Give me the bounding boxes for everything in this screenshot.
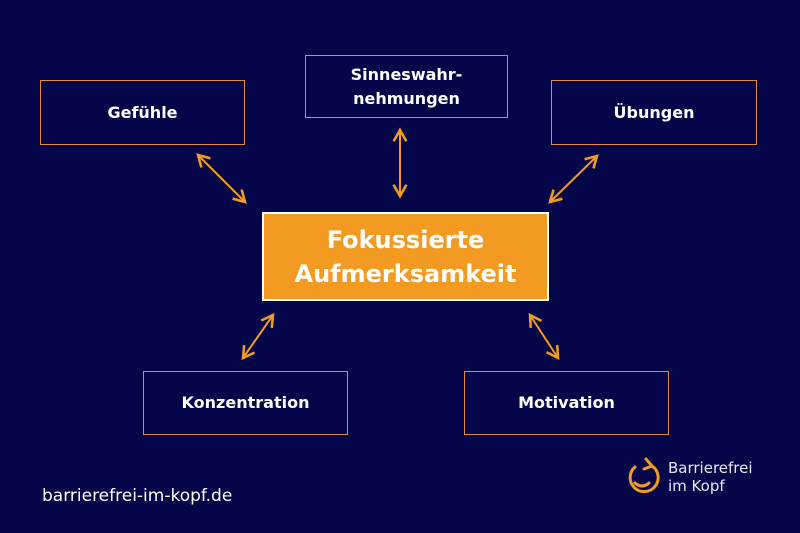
arrow-motivation xyxy=(528,312,560,361)
central-node: Fokussierte Aufmerksamkeit xyxy=(262,212,549,301)
arrow-uebungen xyxy=(548,154,599,204)
node-gefuehle: Gefühle xyxy=(40,80,245,145)
node-label: Übungen xyxy=(613,102,695,122)
arrow-konzentration xyxy=(241,312,275,361)
node-label: Gefühle xyxy=(107,102,178,122)
node-konzentration: Konzentration xyxy=(143,371,348,435)
logo-text-line2: im Kopf xyxy=(668,477,725,495)
logo-circular-arrow-icon xyxy=(628,457,660,494)
arrow-gefuehle xyxy=(196,153,247,204)
website-url: barrierefrei-im-kopf.de xyxy=(42,486,233,506)
node-label: nehmungen xyxy=(353,88,460,108)
node-uebungen: Übungen xyxy=(551,80,757,145)
central-label-line2: Aufmerksamkeit xyxy=(294,259,517,288)
node-label: Konzentration xyxy=(181,393,310,412)
node-sinneswahrnehmungen: Sinneswahr- nehmungen xyxy=(305,55,508,118)
central-label-line1: Fokussierte xyxy=(326,225,485,254)
logo: Barrierefrei im Kopf xyxy=(622,455,753,499)
node-label: Sinneswahr- xyxy=(350,64,463,84)
logo-text-line1: Barrierefrei xyxy=(668,459,753,477)
node-label: Motivation xyxy=(518,393,615,412)
node-motivation: Motivation xyxy=(464,371,669,435)
